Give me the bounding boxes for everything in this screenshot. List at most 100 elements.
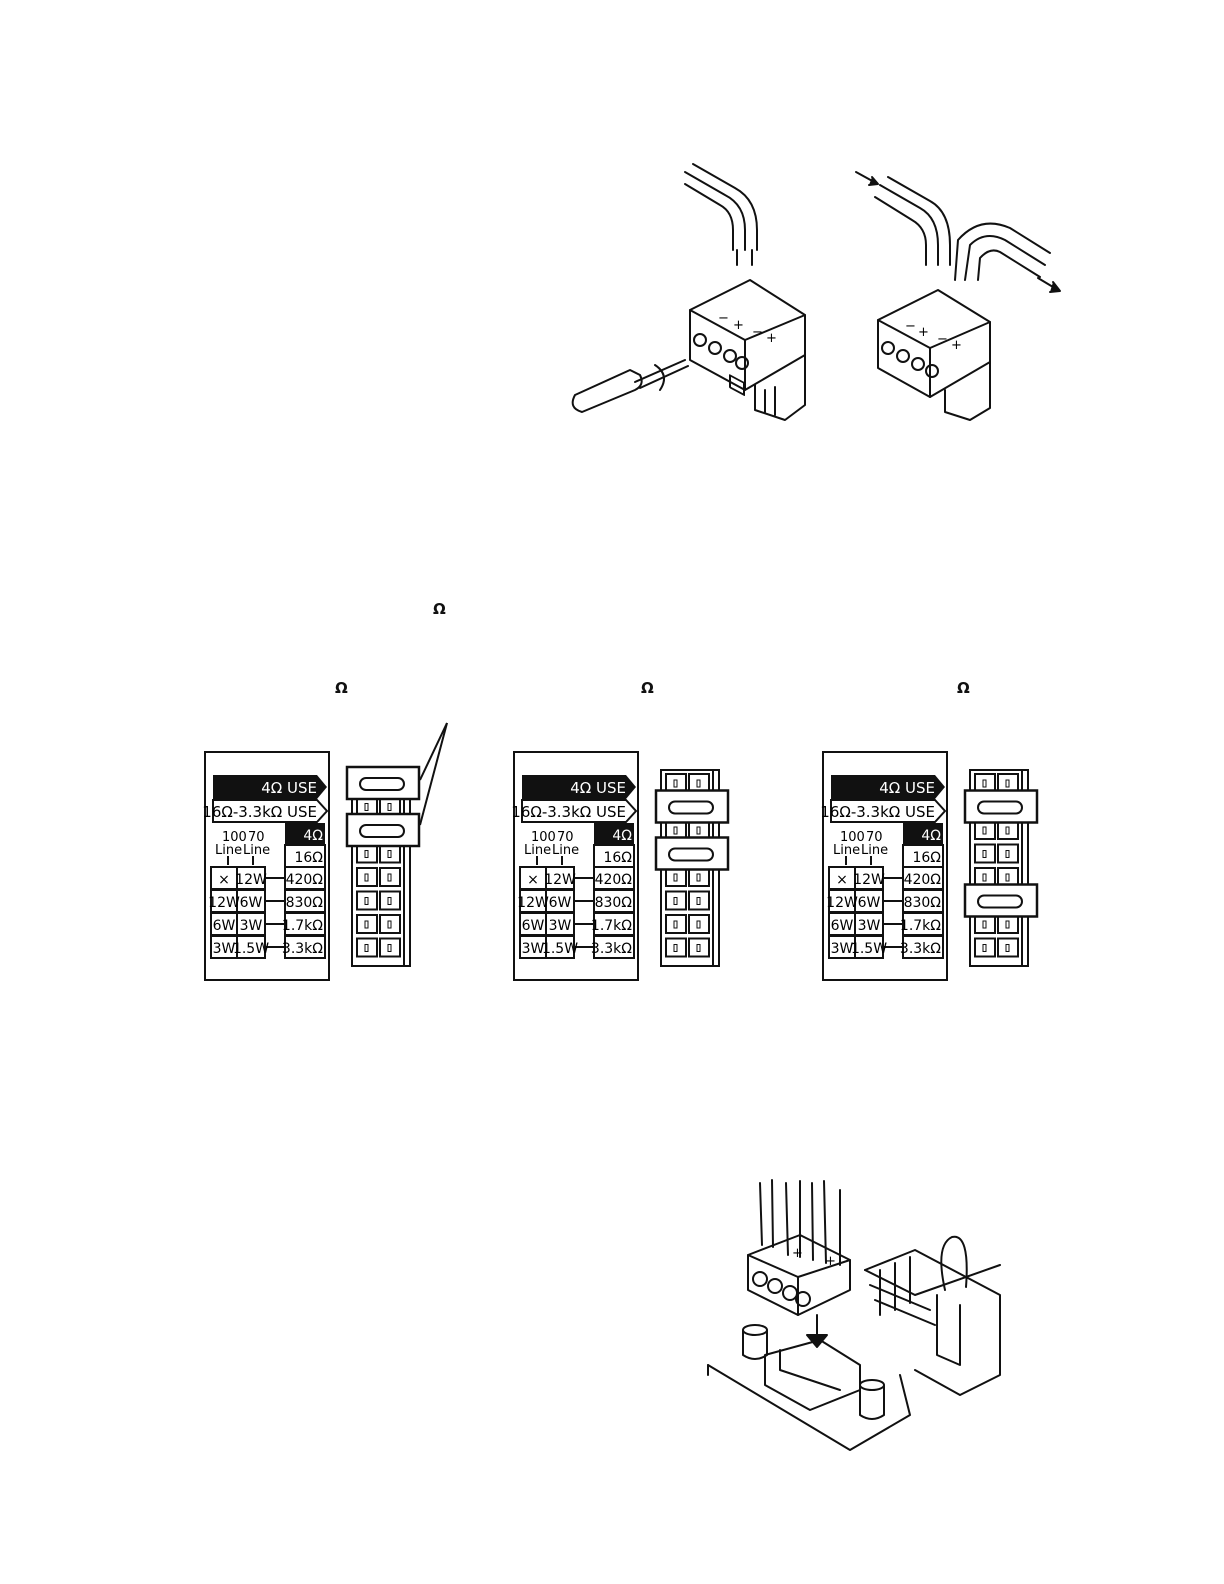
col-70-line: 70: [248, 830, 265, 845]
watt-70-3: 1.5W: [233, 941, 269, 957]
pin-socket: [379, 914, 401, 934]
imp-16ohm: 16Ω: [603, 850, 632, 866]
terminal-sign-r3: −: [937, 332, 948, 347]
terminal-sign-2: +: [733, 318, 744, 333]
pin-socket: [356, 937, 378, 958]
imp-row-3: 3.3kΩ: [282, 941, 323, 957]
watt-70-0: 12W: [235, 872, 267, 888]
watt-100-1: 12W: [208, 895, 240, 911]
watt-70-3: 1.5W: [851, 941, 887, 957]
omega-mark-panel-b: Ω: [641, 679, 654, 697]
watt-70-2: 3W: [240, 918, 263, 934]
plug-sign-plus-1: +: [792, 1246, 803, 1261]
board-connector-figure: + +: [707, 1179, 1001, 1451]
label-4ohm-use: 4Ω USE: [879, 779, 935, 797]
line-label-100: Line: [833, 843, 860, 858]
jumper-cap-0: [345, 765, 421, 801]
watt-100-1: 12W: [826, 895, 858, 911]
terminal-block-left: [689, 279, 806, 421]
imp-row-2: 1.7kΩ: [900, 918, 941, 934]
pin-socket: [379, 867, 401, 887]
watt-70-2: 3W: [858, 918, 881, 934]
pin-socket: [974, 937, 996, 958]
line-label-70: Line: [552, 843, 579, 858]
pin-socket: [688, 890, 710, 911]
imp-4ohm: 4Ω: [612, 828, 632, 844]
omega-mark-main: Ω: [433, 600, 446, 618]
terminal-sign-1: −: [718, 311, 729, 326]
terminal-wiring-figure: − + − + − + − +: [571, 163, 1061, 421]
watt-100-2: 6W: [831, 918, 854, 934]
pin-socket: [356, 867, 378, 887]
watt-100-2: 6W: [213, 918, 236, 934]
label-16ohm-use: 16Ω-3.3kΩ USE: [511, 803, 626, 821]
imp-row-1: 830Ω: [595, 895, 633, 911]
terminal-sign-r1: −: [905, 319, 916, 334]
col-100-line: 100: [222, 830, 247, 845]
pin-socket: [688, 914, 710, 934]
jumper-cap-0: [654, 789, 730, 824]
imp-4ohm: 4Ω: [921, 828, 941, 844]
imp-row-3: 3.3kΩ: [900, 941, 941, 957]
line-label-70: Line: [861, 843, 888, 858]
pin-socket: [379, 937, 401, 958]
omega-mark-panel-c: Ω: [957, 679, 970, 697]
label-16ohm-use: 16Ω-3.3kΩ USE: [202, 803, 317, 821]
watt-70-1: 6W: [240, 895, 263, 911]
pin-socket: [356, 914, 378, 934]
line-label-100: Line: [215, 843, 242, 858]
cable-left: [684, 163, 758, 266]
watt-70-2: 3W: [549, 918, 572, 934]
imp-16ohm: 16Ω: [912, 850, 941, 866]
imp-16ohm: 16Ω: [294, 850, 323, 866]
watt-70-0: 12W: [853, 872, 885, 888]
imp-row-0: 420Ω: [595, 872, 633, 888]
col-70-line: 70: [557, 830, 574, 845]
jumper-cap-1: [345, 812, 421, 848]
terminal-sign-r4: +: [951, 338, 962, 353]
line-label-70: Line: [243, 843, 270, 858]
label-16ohm-use: 16Ω-3.3kΩ USE: [820, 803, 935, 821]
watt-100-3: 3W: [213, 941, 236, 957]
col-100-line: 100: [840, 830, 865, 845]
watt-100-2: 6W: [522, 918, 545, 934]
watt-100-0: ×: [218, 872, 230, 888]
pin-socket: [665, 890, 687, 911]
imp-row-2: 1.7kΩ: [591, 918, 632, 934]
terminal-sign-r2: +: [918, 325, 929, 340]
terminal-block-right: [877, 289, 991, 421]
terminal-sign-4: +: [766, 331, 777, 346]
pin-socket: [997, 937, 1019, 958]
watt-100-1: 12W: [517, 895, 549, 911]
watt-70-0: 12W: [544, 872, 576, 888]
pin-socket: [974, 843, 996, 864]
terminal-sign-3: −: [752, 325, 763, 340]
plug-sign-plus-2: +: [825, 1254, 836, 1269]
jumper-cap-0: [963, 789, 1039, 824]
jumper-cap-1: [963, 883, 1039, 918]
imp-row-3: 3.3kΩ: [591, 941, 632, 957]
watt-70-1: 6W: [858, 895, 881, 911]
imp-row-1: 830Ω: [286, 895, 324, 911]
pin-socket: [665, 937, 687, 958]
pin-socket: [688, 937, 710, 958]
imp-4ohm: 4Ω: [303, 828, 323, 844]
watt-100-0: ×: [527, 872, 539, 888]
imp-row-1: 830Ω: [904, 895, 942, 911]
jumper-cap-1: [654, 836, 730, 871]
pin-socket: [356, 890, 378, 911]
watt-70-1: 6W: [549, 895, 572, 911]
omega-mark-panel-a: Ω: [335, 679, 348, 697]
imp-row-0: 420Ω: [286, 872, 324, 888]
col-70-line: 70: [866, 830, 883, 845]
watt-100-3: 3W: [522, 941, 545, 957]
imp-row-2: 1.7kΩ: [282, 918, 323, 934]
pin-socket: [665, 914, 687, 934]
label-4ohm-use: 4Ω USE: [261, 779, 317, 797]
cable-right: [855, 171, 1061, 293]
label-4ohm-use: 4Ω USE: [570, 779, 626, 797]
line-label-100: Line: [524, 843, 551, 858]
